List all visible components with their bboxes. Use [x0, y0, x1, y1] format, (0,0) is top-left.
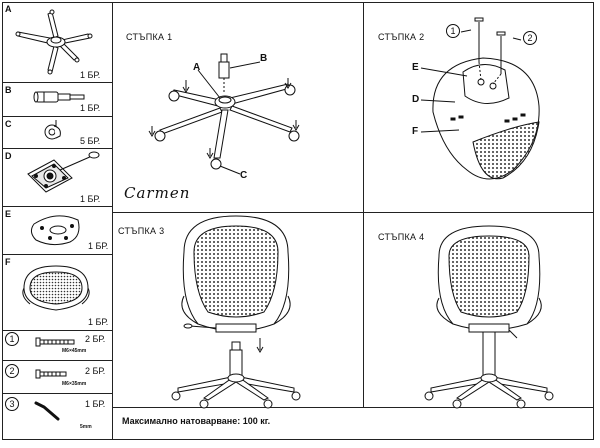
part-c-qty: 5 БР.	[80, 136, 101, 146]
part-b-qty: 1 БР.	[80, 103, 101, 113]
part-e-qty: 1 БР.	[88, 241, 109, 251]
part-d-qty: 1 БР.	[80, 194, 101, 204]
parts-divider	[2, 360, 112, 361]
parts-divider	[2, 206, 112, 207]
part-b-letter: B	[5, 85, 12, 95]
part-d-mechanism-drawing	[27, 151, 100, 193]
bolt-2-size: M6×35mm	[62, 381, 87, 387]
step-3-title: СТЪПКА 3	[118, 226, 165, 236]
bolt-1-qty: 2 БР.	[85, 334, 106, 344]
part-c-caster-drawing	[44, 120, 61, 140]
allen-key-drawing	[34, 401, 60, 421]
allen-key-number: 3	[5, 397, 19, 411]
part-f-qty: 1 БР.	[88, 317, 109, 327]
step-2-drawing	[420, 17, 540, 180]
part-a-qty: 1 БР.	[80, 70, 101, 80]
part-d-letter: D	[5, 151, 12, 161]
step-4-title: СТЪПКА 4	[378, 232, 425, 242]
steps-column-divider	[363, 2, 364, 407]
step-4-drawing	[424, 225, 554, 409]
parts-column-divider	[112, 2, 113, 439]
part-b-gas-lift-drawing	[33, 91, 85, 103]
step-2-label-1: 1	[446, 24, 460, 38]
sheet-frame	[2, 2, 594, 440]
parts-divider	[2, 393, 112, 394]
part-f-seat-shell-drawing	[22, 265, 90, 311]
bolt-1-size: M6×45mm	[62, 348, 87, 354]
part-c-letter: C	[5, 119, 12, 129]
part-f-letter: F	[5, 257, 11, 267]
steps-row-divider	[112, 212, 594, 213]
parts-divider	[2, 330, 112, 331]
step-2-label-f: F	[412, 126, 419, 137]
parts-divider	[2, 116, 112, 117]
step-1-label-c: C	[240, 170, 248, 181]
step-2-label-d: D	[412, 94, 420, 105]
part-e-plate-drawing	[30, 215, 80, 246]
parts-divider	[2, 82, 112, 83]
step-3-drawing	[171, 215, 301, 409]
parts-divider	[2, 254, 112, 255]
step-1-label-a: A	[193, 62, 201, 73]
max-load-note: Максимално натоварване: 100 кг.	[122, 416, 271, 426]
step-1-drawing	[148, 53, 300, 175]
step-1-label-b: B	[260, 53, 268, 64]
part-a-base-drawing	[15, 9, 93, 75]
parts-divider	[2, 148, 112, 149]
bolt-2-qty: 2 БР.	[85, 366, 106, 376]
allen-key-qty: 1 БР.	[85, 399, 106, 409]
step-2-label-2: 2	[523, 31, 537, 45]
step-1-title: СТЪПКА 1	[126, 32, 173, 42]
bolt-1-number: 1	[5, 332, 19, 346]
bolt-2-drawing	[35, 369, 67, 379]
part-a-letter: A	[5, 4, 12, 14]
max-load-divider	[112, 407, 594, 408]
step-2-title: СТЪПКА 2	[378, 32, 425, 42]
bolt-1-drawing	[35, 337, 75, 347]
part-e-letter: E	[5, 209, 12, 219]
step-2-label-e: E	[412, 62, 419, 73]
allen-key-size: 5mm	[80, 424, 92, 430]
bolt-2-number: 2	[5, 364, 19, 378]
brand-logo-text: Carmen	[124, 184, 191, 202]
